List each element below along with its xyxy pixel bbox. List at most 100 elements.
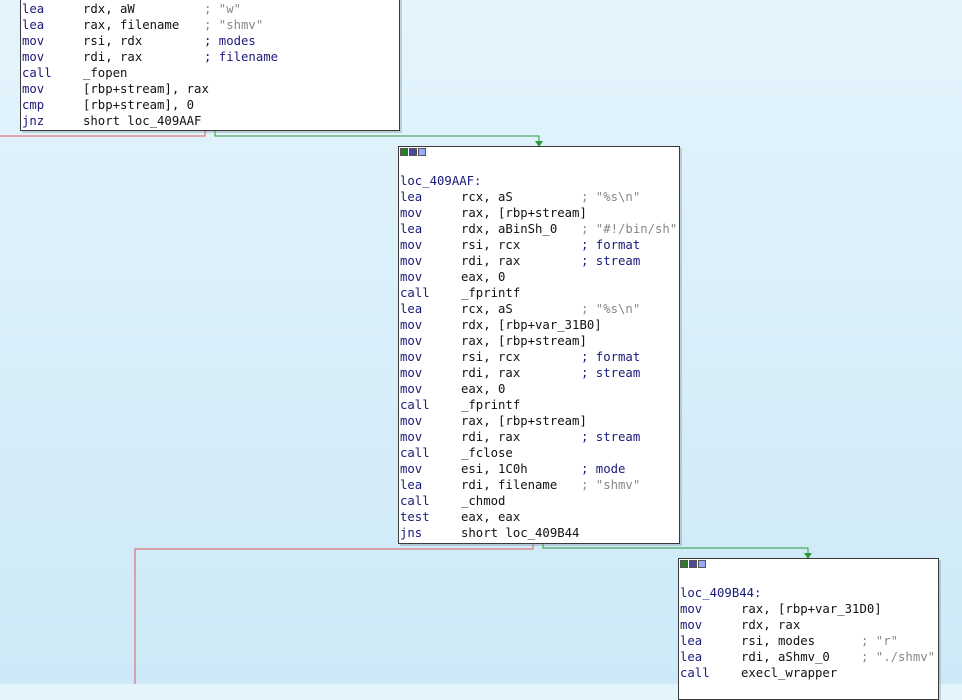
- operands[interactable]: rdx, aW: [83, 2, 135, 16]
- operands[interactable]: rsi, rcx: [461, 238, 521, 252]
- mnemonic: cmp: [22, 98, 45, 112]
- operands[interactable]: eax, 0: [461, 270, 506, 284]
- operands[interactable]: _fprintf: [461, 286, 521, 300]
- operands[interactable]: rdx, [rbp+var_31B0]: [461, 318, 602, 332]
- operands[interactable]: eax, eax: [461, 510, 521, 524]
- comment: ; "#!/bin/sh": [581, 222, 678, 236]
- instruction-line[interactable]: call_fclose: [400, 445, 678, 461]
- operands[interactable]: eax, 0: [461, 382, 506, 396]
- operands[interactable]: rdi, filename: [461, 478, 558, 492]
- operands[interactable]: esi, 1C0h: [461, 462, 528, 476]
- operands[interactable]: _chmod: [461, 494, 506, 508]
- instruction-line[interactable]: lea rdx, aW ; "w": [22, 1, 398, 17]
- block-color-icon[interactable]: [680, 560, 688, 568]
- instruction-line[interactable]: call_chmod: [400, 493, 678, 509]
- operands[interactable]: rax, [rbp+stream]: [461, 334, 587, 348]
- mnemonic: lea: [22, 2, 45, 16]
- block-zoom-icon[interactable]: [698, 560, 706, 568]
- operands[interactable]: rdi, rax: [83, 50, 143, 64]
- instruction-line[interactable]: call_fprintf: [400, 285, 678, 301]
- operands[interactable]: rdi, rax: [461, 254, 521, 268]
- operands[interactable]: rsi, modes: [741, 634, 816, 648]
- operands[interactable]: rdx, aBinSh_0: [461, 222, 558, 236]
- instruction-line[interactable]: call_fopen: [22, 65, 398, 81]
- operands[interactable]: rdx, rax: [741, 618, 801, 632]
- operands[interactable]: rdi, rax: [461, 366, 521, 380]
- operands[interactable]: rcx, aS: [461, 190, 513, 204]
- block-group-icon[interactable]: [409, 148, 417, 156]
- operands[interactable]: rax, [rbp+stream]: [461, 206, 587, 220]
- operands[interactable]: short loc_409AAF: [83, 114, 202, 128]
- operands[interactable]: rsi, rdx: [83, 34, 143, 48]
- comment: ; "r": [861, 634, 899, 648]
- mnemonic: mov: [22, 34, 45, 48]
- operands[interactable]: _fopen: [83, 66, 128, 80]
- instruction-line[interactable]: call_fprintf: [400, 397, 678, 413]
- instruction-line[interactable]: cmp [rbp+stream], 0: [22, 97, 398, 113]
- mnemonic: mov: [400, 382, 423, 396]
- block-header: [399, 147, 679, 157]
- comment: ; "w": [204, 2, 242, 16]
- operands[interactable]: rax, [rbp+stream]: [461, 414, 587, 428]
- operands[interactable]: _fprintf: [461, 398, 521, 412]
- comment: ; "shmv": [204, 18, 264, 32]
- code-block-1[interactable]: lea rdx, aW ; "w"lea rax, filename ; "shmv" m…: [20, 0, 400, 131]
- comment: ; "shmv": [581, 478, 641, 492]
- operands[interactable]: rdi, rax: [461, 430, 521, 444]
- instruction-line[interactable]: lea rsi, modes ; "r": [680, 633, 937, 649]
- operands[interactable]: rdi, aShmv_0: [741, 650, 830, 664]
- block-label[interactable]: loc_409AAF:: [400, 174, 482, 188]
- mnemonic: mov: [400, 270, 423, 284]
- operands[interactable]: rsi, rcx: [461, 350, 521, 364]
- operands[interactable]: rax, [rbp+var_31D0]: [741, 602, 882, 616]
- operands[interactable]: [rbp+stream], 0: [83, 98, 195, 112]
- mnemonic: test: [400, 510, 430, 524]
- operands[interactable]: short loc_409B44: [461, 526, 580, 540]
- mnemonic: mov: [22, 82, 45, 96]
- block-color-icon[interactable]: [400, 148, 408, 156]
- block-label[interactable]: loc_409B44:: [680, 586, 762, 600]
- operands[interactable]: execl_wrapper: [741, 666, 838, 680]
- operands[interactable]: rcx, aS: [461, 302, 513, 316]
- instruction-line[interactable]: mov eax, 0: [400, 269, 678, 285]
- mnemonic: lea: [680, 634, 703, 648]
- block-group-icon[interactable]: [689, 560, 697, 568]
- operands[interactable]: rax, filename: [83, 18, 180, 32]
- operands[interactable]: _fclose: [461, 446, 513, 460]
- operands[interactable]: [rbp+stream], rax: [83, 82, 209, 96]
- edge-true-block1: [214, 130, 540, 144]
- edge-true-block2: [542, 542, 809, 556]
- instruction-line[interactable]: test eax, eax: [400, 509, 678, 525]
- block-zoom-icon[interactable]: [418, 148, 426, 156]
- mnemonic: mov: [22, 50, 45, 64]
- comment: ; mode: [581, 462, 626, 476]
- instruction-line[interactable]: mov [rbp+stream], rax: [22, 81, 398, 97]
- instruction-line[interactable]: mov eax, 0: [400, 381, 678, 397]
